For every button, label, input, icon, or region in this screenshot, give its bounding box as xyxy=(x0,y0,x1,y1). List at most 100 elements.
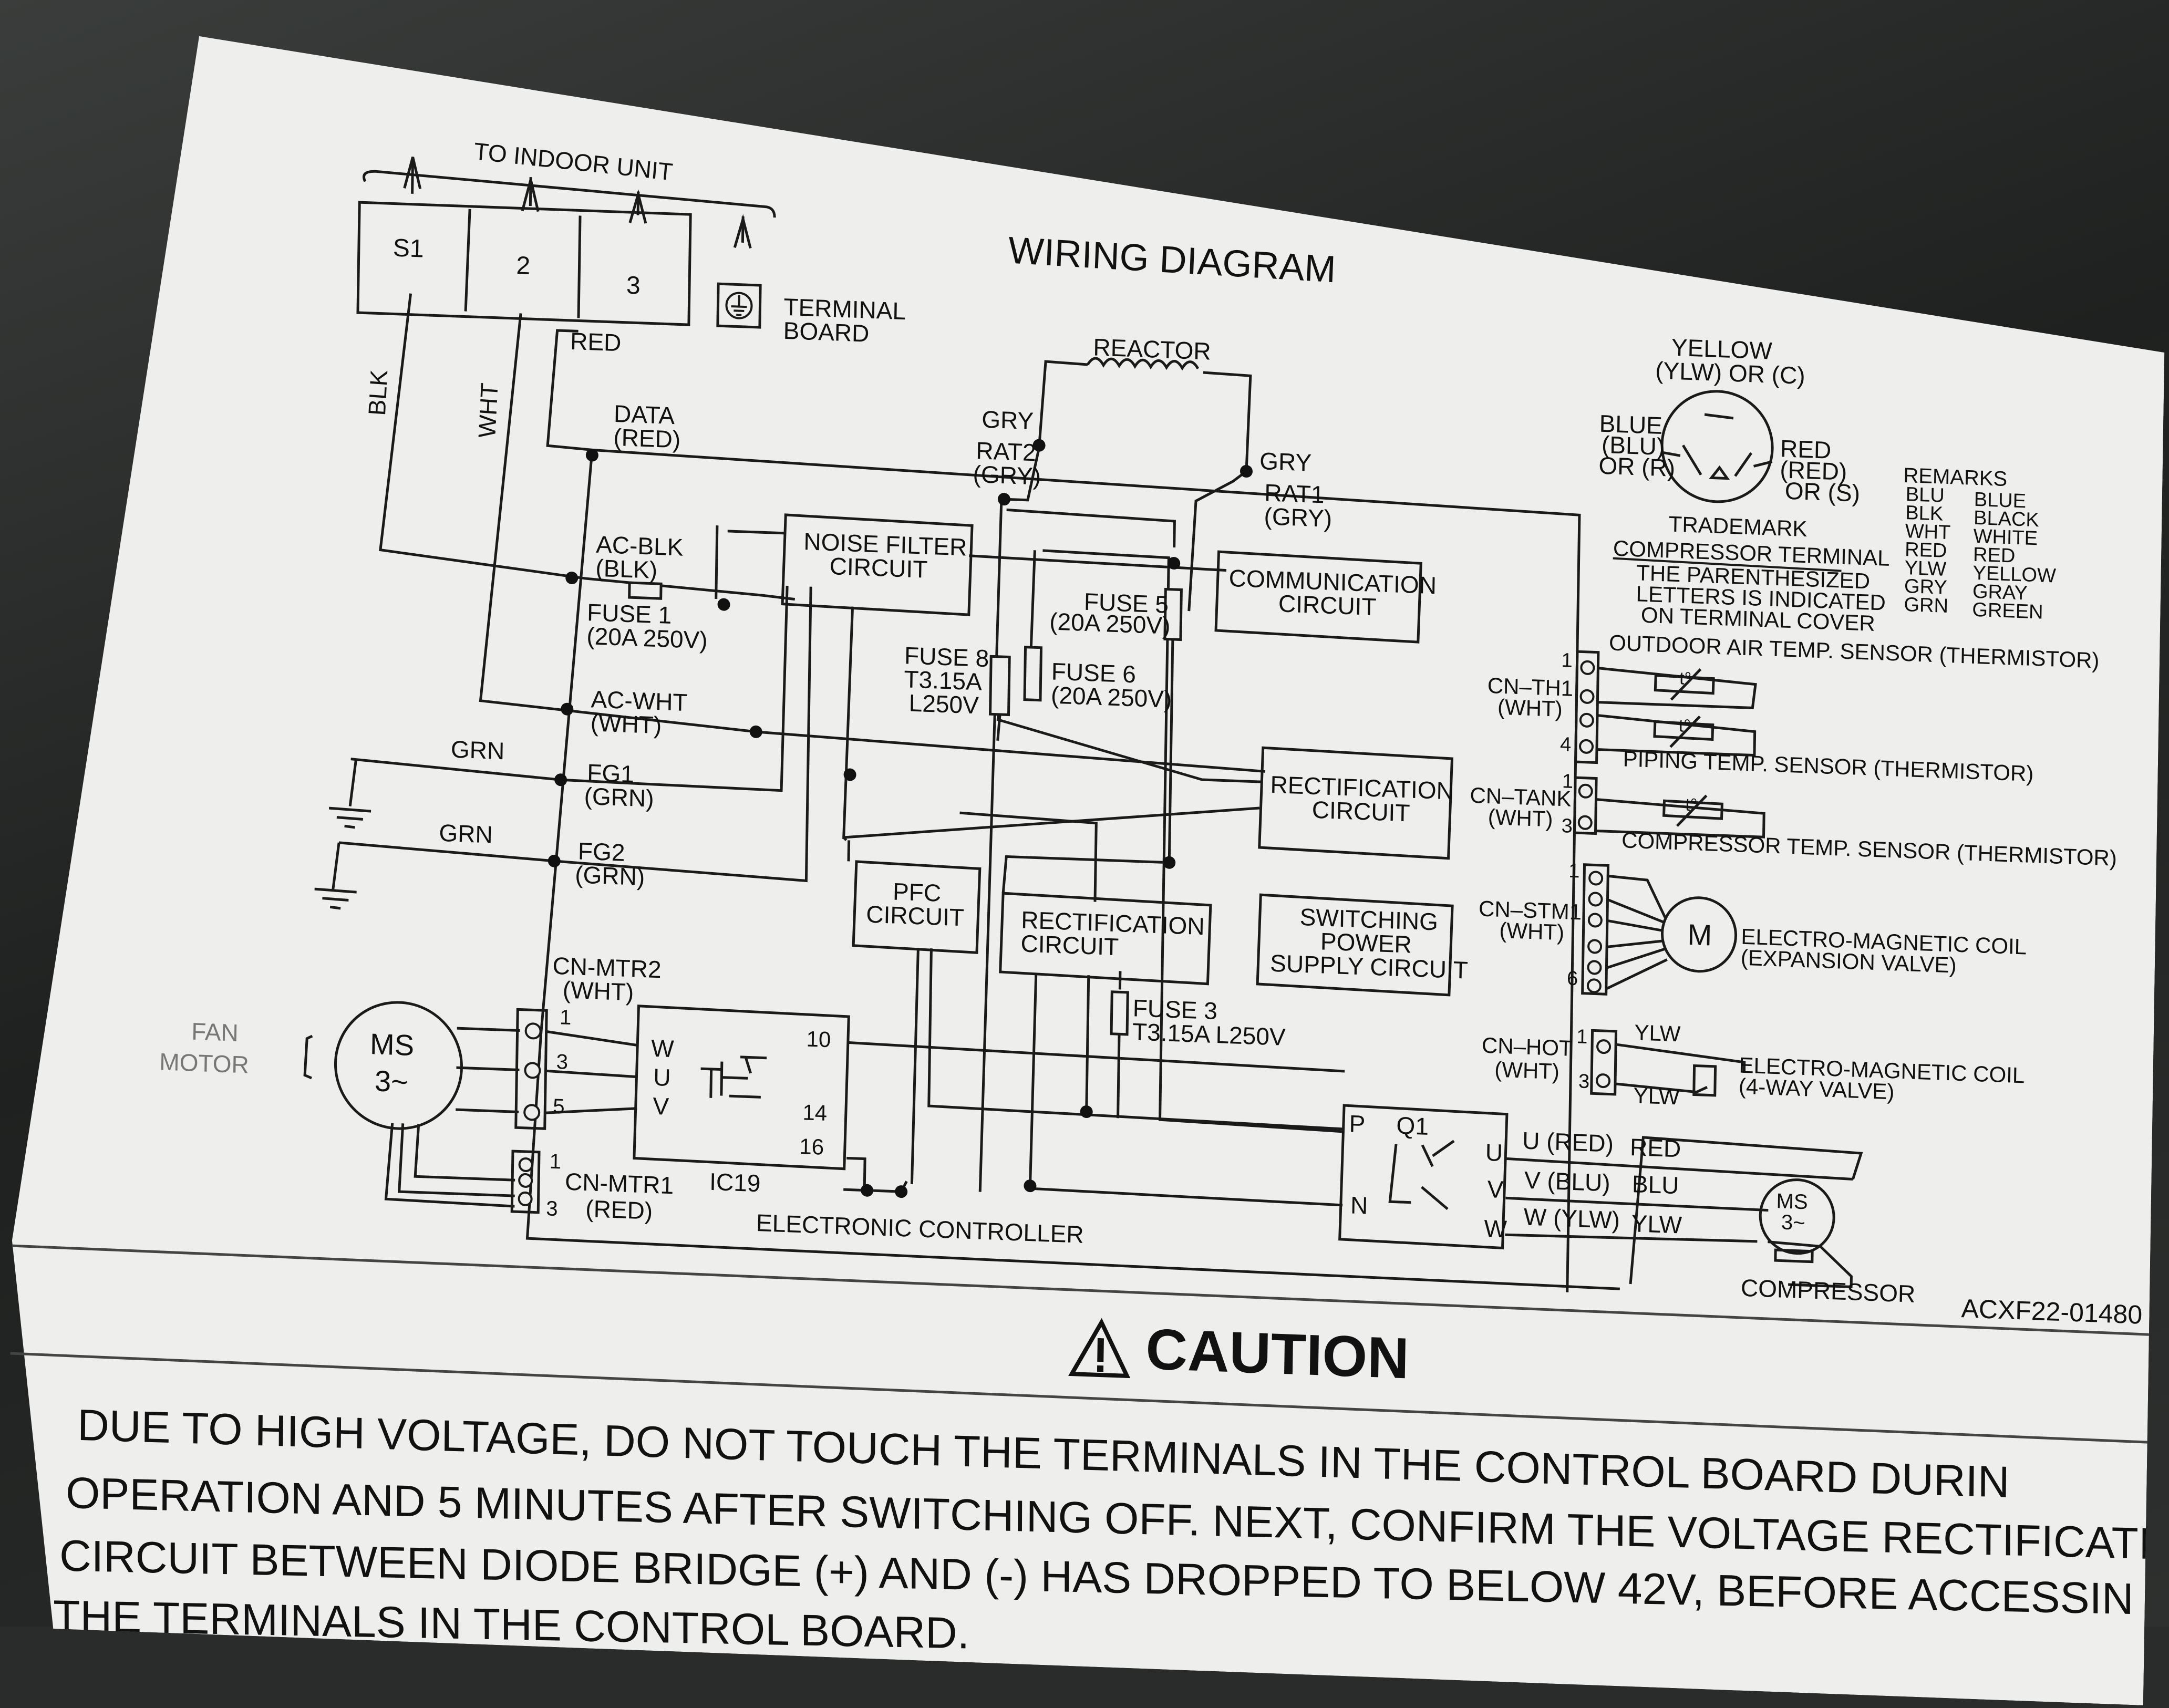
caution-title: CAUTION xyxy=(1145,1317,1410,1391)
ic-pin-10: 10 xyxy=(806,1027,831,1052)
cn-tank-pin-1: 1 xyxy=(1562,770,1574,793)
ac-blk-label-1: AC-BLK xyxy=(596,531,684,561)
remarks-full-2: BLACK xyxy=(1974,507,2039,532)
junction-dots xyxy=(548,439,1253,1198)
fuse1-label-2: (20A 250V) xyxy=(586,622,708,654)
reactor-label: REACTOR xyxy=(1093,333,1211,365)
ic-pin-u: U xyxy=(653,1063,671,1091)
ylw-label-2: YLW xyxy=(1633,1083,1680,1109)
blue-term-label-3: OR (R) xyxy=(1598,452,1675,482)
pfc-box xyxy=(852,860,982,954)
fuse8-symbol xyxy=(988,655,1011,717)
q1-pin-u: U xyxy=(1485,1138,1503,1166)
cn-hot-pin-1: 1 xyxy=(1576,1026,1588,1048)
q1-label: Q1 xyxy=(1396,1112,1429,1140)
fg2-label-1: FG2 xyxy=(578,837,625,866)
communication-label-2: CIRCUIT xyxy=(1278,589,1377,620)
fuse3-symbol xyxy=(1110,990,1129,1036)
ac-wht-label-1: AC-WHT xyxy=(591,685,688,716)
cn-mtr1-pin-1: 1 xyxy=(549,1150,561,1174)
cn-mtr2-pin-3: 3 xyxy=(556,1050,568,1074)
terminal-board-line2: BOARD xyxy=(783,317,869,347)
rectification-mid-label-1: RECTIFICATION xyxy=(1021,906,1205,940)
cn-hot-label-1: CN–HOT xyxy=(1482,1033,1573,1061)
cn-stm1-label-2: (WHT) xyxy=(1499,918,1564,945)
remarks-abbr-3: WHT xyxy=(1905,520,1950,544)
fuse8-label-3: L250V xyxy=(908,689,979,719)
fan-motor-label-2: MOTOR xyxy=(159,1048,249,1078)
grn1-label: GRN xyxy=(451,736,505,765)
remarks-title: REMARKS xyxy=(1903,464,2007,491)
q1-pin-v: V xyxy=(1487,1175,1504,1203)
gry-right-label: GRY xyxy=(1259,447,1312,477)
label-sheet xyxy=(12,36,2165,1705)
em-coil-4way-label-2: (4-WAY VALVE) xyxy=(1739,1074,1895,1104)
fg2-label-2: (GRN) xyxy=(575,861,645,891)
fuse3-label-1: FUSE 3 xyxy=(1132,994,1217,1024)
ac-blk-label-2: (BLK) xyxy=(595,554,657,584)
stm-motor-circle xyxy=(1661,896,1738,973)
rat2-label-1: RAT2 xyxy=(976,437,1036,466)
fuse1-label-1: FUSE 1 xyxy=(587,598,672,629)
trademark-label-1: TRADEMARK xyxy=(1668,512,1807,542)
noise-filter-label-2: CIRCUIT xyxy=(829,552,927,583)
cn-stm1-pin-1: 1 xyxy=(1568,860,1580,883)
remarks-full-5: YELLOW xyxy=(1972,562,2056,587)
rat1-label-2: (GRY) xyxy=(1264,502,1332,532)
fuse5-label-2: (20A 250V) xyxy=(1049,607,1171,639)
remarks-abbr-6: GRY xyxy=(1904,575,1947,599)
yellow-term-label-2: (YLW) OR (C) xyxy=(1655,357,1805,389)
terminal-board-line1: TERMINAL xyxy=(783,293,906,325)
rectification-top-label-2: CIRCUIT xyxy=(1312,796,1410,827)
t-deg-3: t° xyxy=(1685,795,1698,815)
remarks-full-7: GREEN xyxy=(1972,599,2043,624)
rectification-mid-label-2: CIRCUIT xyxy=(1020,929,1119,960)
cn-th1-pin-1: 1 xyxy=(1561,649,1573,672)
ic-pin-14: 14 xyxy=(802,1100,827,1125)
ms-comp-label-1: MS xyxy=(1776,1189,1808,1214)
fuse6-label-2: (20A 250V) xyxy=(1051,681,1172,712)
cn-tank-label-2: (WHT) xyxy=(1488,804,1553,832)
rectification-top-label-1: RECTIFICATION xyxy=(1270,771,1454,805)
terminal-3: 3 xyxy=(626,272,641,300)
connector-pins xyxy=(518,660,1612,1206)
communication-box xyxy=(1214,550,1422,644)
ms-fan-label-1: MS xyxy=(370,1027,415,1062)
caution-divider-top xyxy=(12,1244,2150,1336)
cn-mtr1-pin-3: 3 xyxy=(546,1197,558,1220)
cn-th1-label-2: (WHT) xyxy=(1497,695,1563,722)
model-code: ACXF22-01480 xyxy=(1961,1293,2142,1330)
ylw-wire-label: YLW xyxy=(1631,1209,1682,1239)
switching-box xyxy=(1256,893,1454,997)
yellow-term-label-1: YELLOW xyxy=(1671,334,1773,365)
wires xyxy=(303,157,1863,1292)
ylw-label-1: YLW xyxy=(1634,1020,1681,1046)
wire-red-label: RED xyxy=(570,327,622,357)
data-label-2: (RED) xyxy=(613,423,681,453)
cn-tank-connector xyxy=(1573,776,1598,835)
rectification-box-top xyxy=(1258,746,1454,860)
red-term-label-3: OR (S) xyxy=(1784,477,1860,507)
remarks-abbr-1: BLU xyxy=(1906,483,1945,507)
pfc-label-1: PFC xyxy=(893,878,942,907)
cn-mtr2-label-1: CN-MTR2 xyxy=(552,952,662,984)
switching-label-1: SWITCHING xyxy=(1299,903,1438,936)
warning-triangle-icon xyxy=(1068,1318,1131,1379)
fuse6-symbol xyxy=(1023,646,1043,702)
stm-motor-m-label: M xyxy=(1687,918,1712,952)
cn-hot-label-2: (WHT) xyxy=(1494,1057,1559,1084)
fan-motor-label-1: FAN xyxy=(191,1018,239,1047)
q1-pin-p: P xyxy=(1349,1110,1365,1137)
ac-wht-label-2: (WHT) xyxy=(590,709,662,739)
blu-wire-label: BLU xyxy=(1632,1170,1679,1199)
remarks-abbr-5: YLW xyxy=(1904,557,1946,581)
cn-mtr1-label-1: CN-MTR1 xyxy=(565,1168,674,1199)
fuse8-label-2: T3.15A xyxy=(904,665,982,695)
cn-tank-pin-3: 3 xyxy=(1561,815,1573,837)
ic-pin-v: V xyxy=(653,1092,669,1120)
remarks-full-6: GRAY xyxy=(1972,581,2028,605)
t-deg-1: t° xyxy=(1679,668,1692,689)
t-deg-2: t° xyxy=(1678,716,1691,736)
blue-term-label-2: (BLU) xyxy=(1602,431,1665,460)
